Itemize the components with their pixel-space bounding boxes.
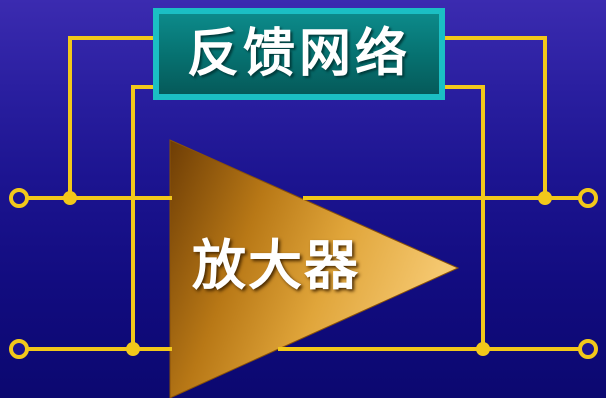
junction-dot: [476, 342, 490, 356]
junction-dot: [63, 191, 77, 205]
junction-dot: [538, 191, 552, 205]
junction-dot: [126, 342, 140, 356]
amplifier-label: 放大器: [192, 233, 360, 297]
feedback-wire-right-outer: [443, 36, 547, 200]
feedback-network-box: 反馈网络: [153, 8, 445, 100]
amplifier-triangle: [169, 139, 460, 398]
input-terminal-bottom: [9, 339, 29, 359]
input-terminal-top: [9, 188, 29, 208]
feedback-wire-right-inner: [443, 85, 485, 351]
feedback-network-label: 反馈网络: [186, 23, 411, 84]
output-terminal-top: [578, 188, 598, 208]
feedback-wire-left-inner: [131, 85, 157, 351]
feedback-wire-left-outer: [68, 36, 157, 200]
output-terminal-bottom: [578, 339, 598, 359]
